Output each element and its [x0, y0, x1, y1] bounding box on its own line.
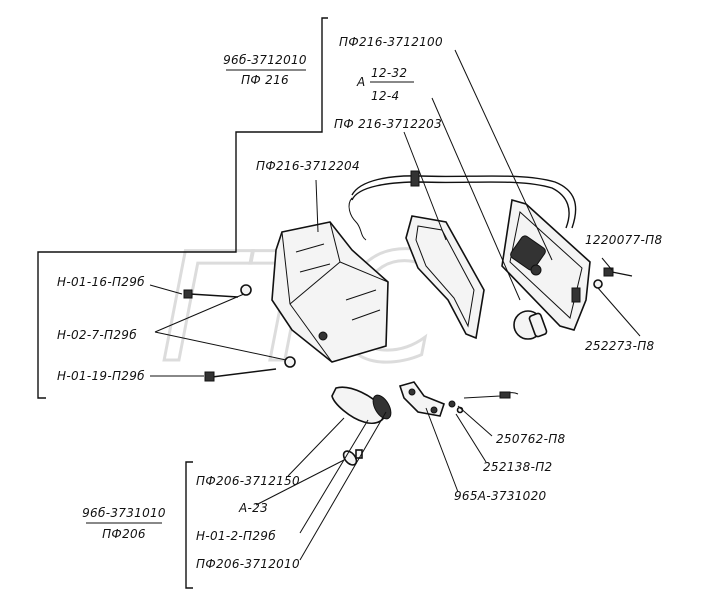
label-965a-3731020: 965А-3731020	[454, 489, 547, 503]
label-pf206-3712150: ПФ206-3712150	[196, 474, 300, 488]
bottom-group-number: 96б-3731010	[82, 506, 166, 520]
fraction-denominator: 12-4	[371, 89, 399, 103]
screw-n01-16	[183, 284, 252, 299]
wire-clip	[410, 170, 420, 187]
gasket	[405, 215, 485, 340]
fraction-label: А 12-32 12-4	[356, 66, 414, 103]
wire-harness-2	[351, 181, 570, 229]
label-pf216-3712100: ПФ216-3712100	[339, 35, 443, 49]
wire-harness	[351, 175, 577, 229]
lamp-base	[501, 198, 591, 331]
top-group-label: 96б-3712010 ПФ 216	[223, 53, 307, 87]
fraction-numerator: 12-32	[371, 66, 407, 80]
label-pf216-3712204: ПФ216-3712204	[256, 159, 360, 173]
label-n01-16: Н-01-16-П29б	[57, 275, 145, 289]
top-group-number: 96б-3712010	[223, 53, 307, 67]
label-pf216-3712203: ПФ 216-3712203	[334, 117, 442, 131]
top-group-bracket	[37, 17, 328, 399]
top-group-name: ПФ 216	[241, 73, 289, 87]
bottom-group-bracket	[185, 461, 193, 589]
label-n02-7: Н-02-7-П29б	[57, 328, 137, 342]
wire-end	[348, 197, 367, 241]
label-252273: 252273-П8	[585, 339, 655, 353]
label-252138: 252138-П2	[483, 460, 553, 474]
label-n01-2: Н-01-2-П29б	[196, 529, 276, 543]
bottom-group-label: 96б-3731010 ПФ206	[82, 506, 166, 541]
bulb	[513, 310, 548, 340]
leader-lines	[149, 49, 641, 561]
fraction-prefix: А	[356, 75, 366, 89]
label-1220077: 1220077-П8	[585, 233, 662, 247]
lamp-housing	[271, 221, 389, 363]
label-n01-19: Н-01-19-П29б	[57, 369, 145, 383]
screw-n01-19	[204, 356, 296, 382]
label-a23: А-23	[238, 501, 268, 515]
screw-1220077	[593, 267, 633, 289]
label-250762: 250762-П8	[496, 432, 566, 446]
bottom-group-name: ПФ206	[102, 527, 146, 541]
bracket-965a	[398, 381, 519, 417]
label-pf206-3712010: ПФ206-3712010	[196, 557, 300, 571]
